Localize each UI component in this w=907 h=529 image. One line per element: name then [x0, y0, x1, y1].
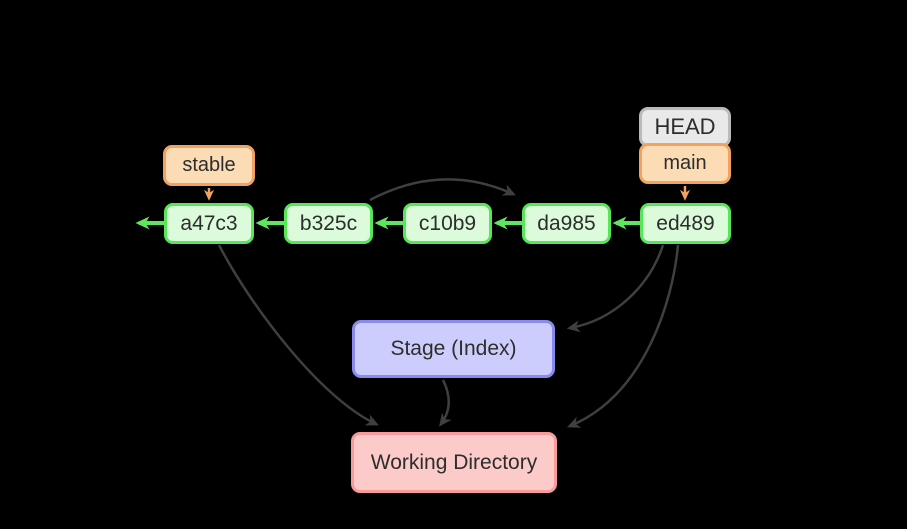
commit-id: a47c3	[180, 211, 238, 235]
commit-node-a47c3: a47c3	[164, 203, 254, 244]
edge-ed489-working-directory	[566, 244, 680, 428]
commit-id: c10b9	[418, 211, 477, 235]
stage-index-label: Stage (Index)	[390, 337, 517, 360]
edge-ed489-stage	[566, 244, 665, 333]
commit-id: ed489	[656, 211, 715, 235]
commit-node-ed489: ed489	[640, 203, 731, 244]
ref-label-head: HEAD	[639, 107, 731, 147]
working-directory-label: Working Directory	[370, 450, 538, 474]
ref-label-stable: stable	[163, 145, 255, 186]
edge-a47c3-working-directory	[217, 244, 379, 426]
stage-index-node: Stage (Index)	[352, 320, 555, 378]
commit-node-c10b9: c10b9	[403, 203, 492, 244]
ref-label-main-text: main	[663, 152, 707, 174]
edge-stage-working-directory	[439, 379, 452, 427]
edge-b325c-da985-arc	[369, 178, 516, 202]
commit-node-da985: da985	[522, 203, 611, 244]
commit-node-b325c: b325c	[284, 203, 373, 244]
commit-id: da985	[537, 211, 596, 235]
ref-label-head-text: HEAD	[654, 114, 716, 139]
ref-label-main: main	[639, 143, 731, 184]
working-directory-node: Working Directory	[351, 432, 557, 493]
commit-id: b325c	[299, 211, 358, 235]
ref-label-stable-text: stable	[182, 154, 236, 176]
